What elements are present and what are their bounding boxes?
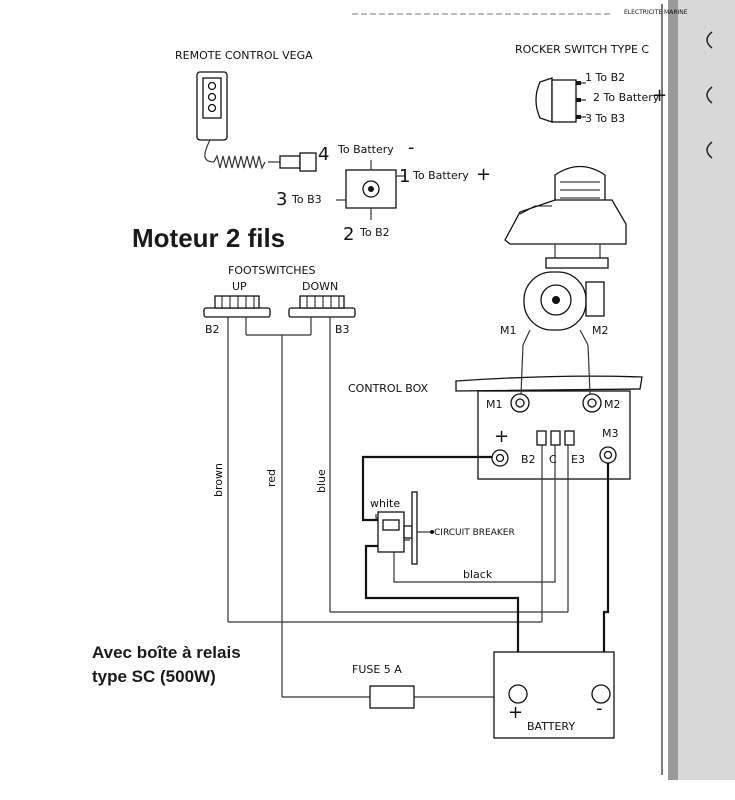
footswitch-up-label: UP (232, 280, 247, 293)
circuit-breaker (377, 491, 434, 565)
control-box (455, 375, 643, 480)
motor (522, 271, 605, 346)
cb-plus-label: + (494, 426, 509, 447)
footswitch-up (203, 295, 271, 318)
remote-title: REMOTE CONTROL VEGA (175, 49, 313, 62)
cb-m2-label: M2 (604, 398, 621, 411)
connector-pin2-text: To B2 (359, 226, 390, 239)
footswitch-down (288, 295, 356, 318)
battery-plus: + (508, 702, 523, 723)
battery (493, 651, 615, 739)
footswitches-title: FOOTSWITCHES (228, 264, 315, 277)
connector-pin4-sign: - (408, 137, 415, 158)
connector-pin3-num: 3 (276, 189, 287, 210)
rocker-title: ROCKER SWITCH TYPE C (515, 43, 649, 56)
footswitch-down-label: DOWN (302, 280, 338, 293)
connector-pin1-text: To Battery (412, 169, 469, 182)
rocker-pin2: 2 To Battery (593, 91, 660, 104)
connector-pin3-text: To B3 (291, 193, 322, 206)
footswitch-b3-label: B3 (335, 323, 350, 336)
rocker-pin2-sign: + (652, 85, 667, 106)
corner-label: ELECTRICITE MARINE (624, 9, 688, 16)
cb-e3-label: E3 (571, 453, 585, 466)
wire-white-label: white (370, 497, 400, 510)
connector-pin2-num: 2 (343, 224, 354, 245)
motor-m1-label: M1 (500, 324, 517, 337)
breaker-label: CIRCUIT BREAKER (434, 528, 515, 538)
connector-pin1-sign: + (476, 164, 491, 185)
wire-blue-label: blue (315, 469, 328, 493)
battery-minus: - (596, 698, 603, 719)
cb-m3-label: M3 (602, 427, 619, 440)
rocker-switch (535, 77, 586, 123)
remote-control (196, 71, 317, 172)
fuse (369, 685, 415, 709)
fuse-label: FUSE 5 A (352, 663, 402, 676)
cb-c-label: C (549, 453, 557, 466)
cb-m1-label: M1 (486, 398, 503, 411)
footswitch-b2-label: B2 (205, 323, 220, 336)
remote-connector (336, 160, 406, 220)
wiring (227, 317, 610, 698)
connector-pin4-num: 4 (318, 144, 329, 165)
windlass (504, 165, 627, 269)
caption-line1: Avec boîte à relais (92, 643, 241, 662)
wire-brown-label: brown (212, 463, 225, 497)
rocker-pin3: 3 To B3 (585, 112, 625, 125)
caption-line2: type SC (500W) (92, 667, 216, 686)
control-box-title: CONTROL BOX (348, 382, 429, 395)
wire-black-label: black (463, 568, 493, 581)
page-frame (352, 0, 735, 780)
connector-pin1-num: 1 (399, 166, 410, 187)
motor-m2-label: M2 (592, 324, 609, 337)
connector-pin4-text: To Battery (337, 143, 394, 156)
rocker-pin1: 1 To B2 (585, 71, 625, 84)
diagram-heading: Moteur 2 fils (132, 223, 285, 253)
wire-red-label: red (265, 469, 278, 487)
battery-label: BATTERY (527, 720, 575, 733)
cb-b2-label: B2 (521, 453, 536, 466)
